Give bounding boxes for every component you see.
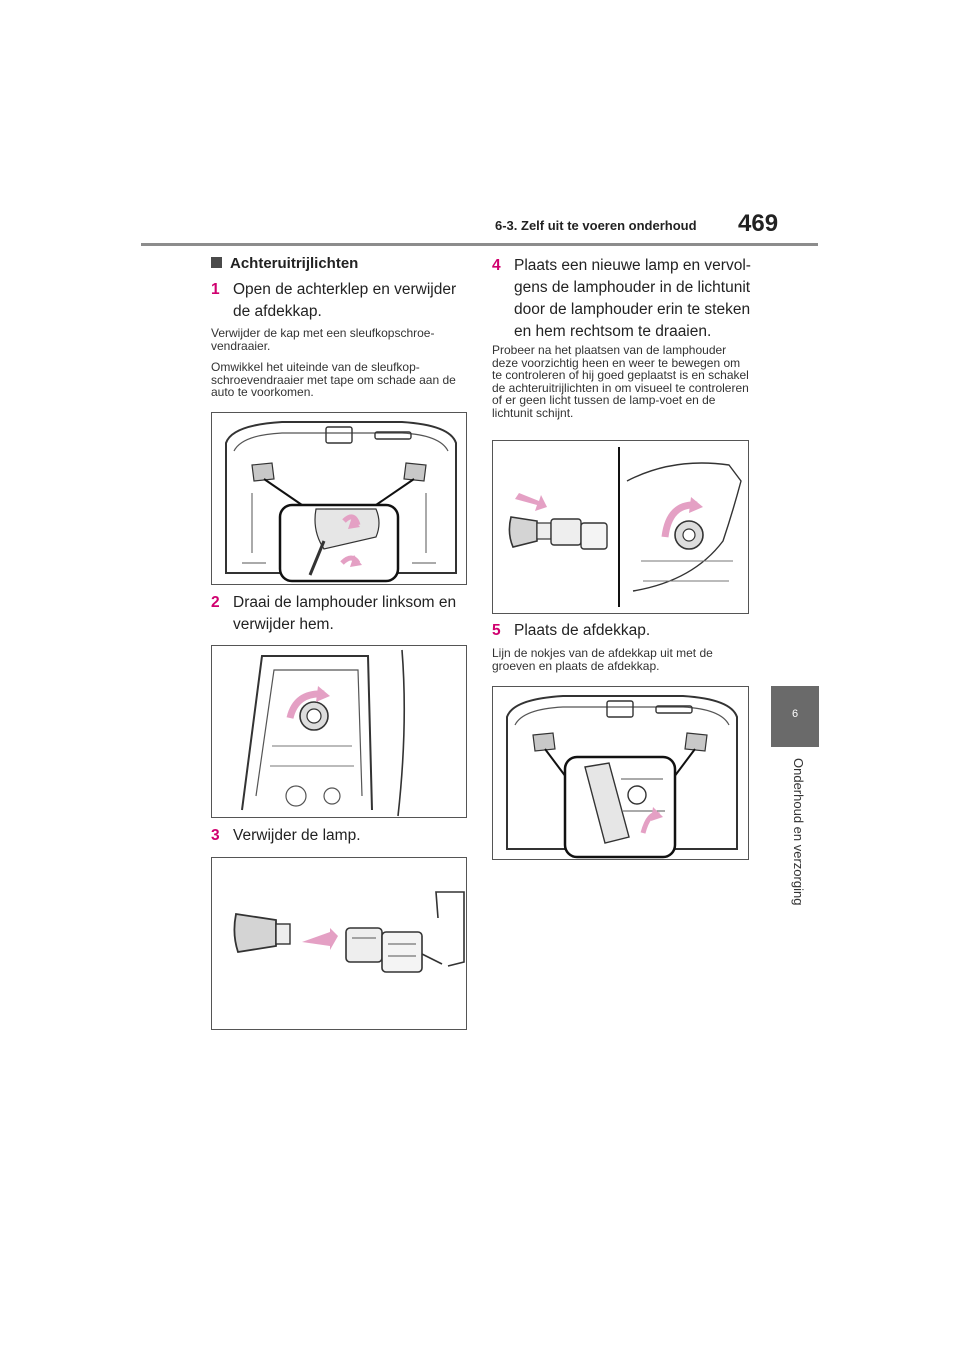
- figure-cover-install: [492, 686, 749, 860]
- step-1-note-1: Verwijder de kap met een sleufkopschroe-…: [211, 326, 435, 353]
- step-5-note: Lijn de nokjes van de afdekkap uit met d…: [492, 646, 713, 673]
- step-3: 3 Verwijder de lamp.: [211, 825, 466, 847]
- step-2: 2 Draai de lamphouder linksom en verwijd…: [211, 592, 466, 636]
- figure-bulb-remove: [211, 857, 467, 1030]
- step-1-note-2: Omwikkel het uiteinde van de sleufkop-sc…: [211, 360, 456, 399]
- chapter-tab: [771, 686, 819, 747]
- step-1-text: Open de achterklep en verwijder de afdek…: [233, 281, 457, 320]
- step-3-text: Verwijder de lamp.: [233, 827, 361, 844]
- step-5: 5 Plaats de afdekkap.: [492, 620, 757, 642]
- step-1-number: 1: [211, 281, 220, 298]
- step-4-text: Plaats een nieuwe lamp en vervol-gens de…: [514, 257, 751, 340]
- chapter-tab-number: 6: [791, 708, 799, 720]
- step-5-number: 5: [492, 622, 501, 639]
- step-2-number: 2: [211, 594, 220, 611]
- square-bullet-icon: [211, 257, 222, 268]
- step-4-note: Probeer na het plaatsen van de lamphoude…: [492, 343, 749, 420]
- header-section-title: 6-3. Zelf uit te voeren onderhoud: [495, 218, 697, 233]
- section-heading: Achteruitrijlichten: [211, 255, 358, 272]
- page-number: 469: [738, 210, 779, 237]
- header-rule: [141, 243, 818, 246]
- step-3-number: 3: [211, 827, 220, 844]
- step-1: 1 Open de achterklep en verwijder de afd…: [211, 279, 466, 323]
- section-heading-text: Achteruitrijlichten: [230, 255, 359, 272]
- figure-tailgate-remove-cover: [211, 412, 467, 585]
- step-4: 4 Plaats een nieuwe lamp en vervol-gens …: [492, 255, 757, 343]
- figure-bulb-install: [492, 440, 749, 614]
- step-2-text: Draai de lamphouder linksom en verwijder…: [233, 594, 457, 633]
- figure-lamp-holder-remove: [211, 645, 467, 818]
- chapter-side-title: Onderhoud en verzorging: [791, 758, 806, 906]
- step-4-number: 4: [492, 257, 501, 274]
- step-5-text: Plaats de afdekkap.: [514, 622, 651, 639]
